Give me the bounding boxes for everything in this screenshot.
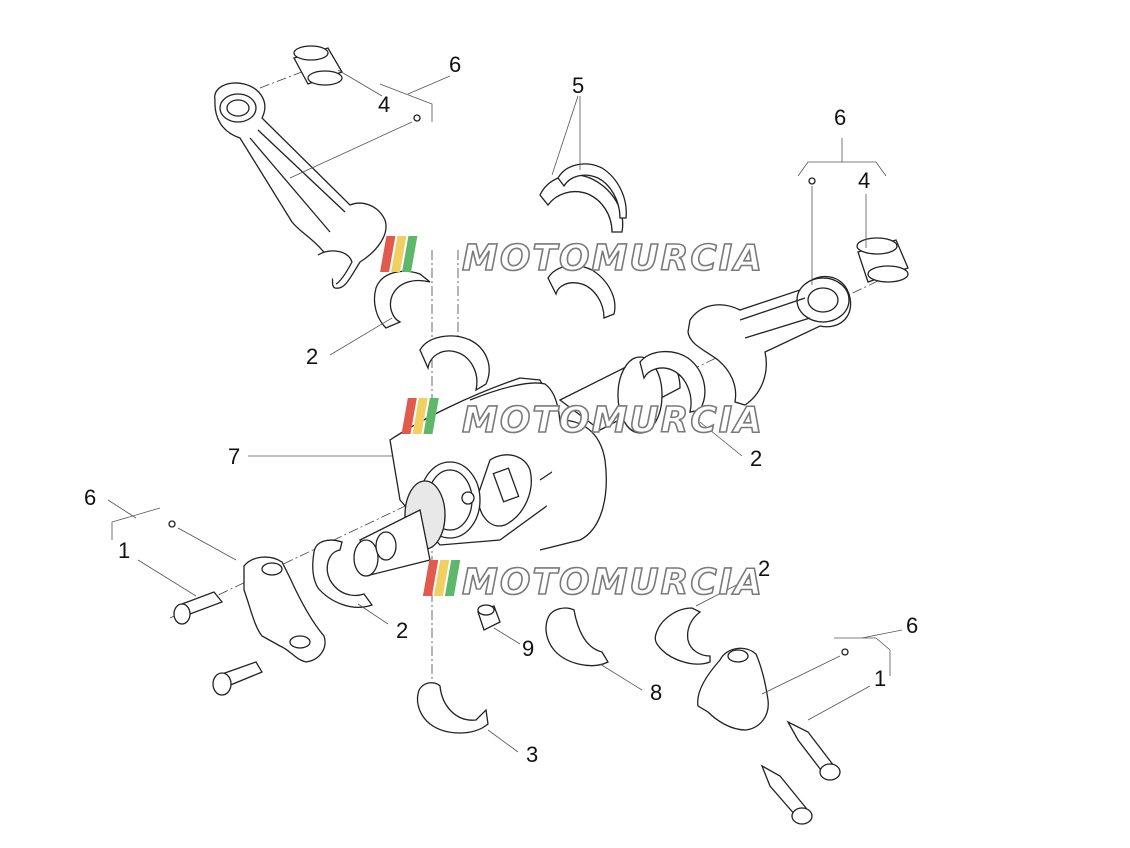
watermark-text: MOTOMURCIA	[462, 562, 764, 603]
crankshaft	[353, 354, 681, 577]
callout-2-lower-left: 2	[396, 618, 408, 643]
watermark-middle: MOTOMURCIA	[401, 398, 764, 442]
bracket-6-upper	[289, 69, 451, 179]
callout-labels: 6 4 5 6 4 2 7 2 6 1 2 2 9 6 1 8 3	[84, 52, 918, 767]
main-bearing-cap-left	[243, 556, 326, 663]
callout-6-upper: 6	[449, 52, 461, 77]
bolts	[173, 591, 841, 825]
callout-8: 8	[650, 680, 662, 705]
thrust-washers	[539, 95, 627, 233]
callout-1-right: 1	[874, 666, 886, 691]
callout-3: 3	[526, 742, 538, 767]
main-bearing-shells-lower	[312, 351, 711, 734]
callout-4-upper: 4	[378, 92, 390, 117]
callout-2-upper-left: 2	[306, 344, 318, 369]
connecting-rod-upper	[214, 82, 387, 289]
connecting-rod-right	[687, 276, 852, 406]
small-end-bush-right	[856, 237, 909, 283]
callout-1-left: 1	[118, 538, 130, 563]
callout-2-lower-right: 2	[758, 556, 770, 581]
callout-5: 5	[572, 73, 584, 98]
callout-2-right: 2	[750, 446, 762, 471]
watermark-text: MOTOMURCIA	[462, 238, 764, 279]
callout-9: 9	[522, 636, 534, 661]
watermark-text: MOTOMURCIA	[462, 400, 764, 441]
callout-6-right: 6	[834, 105, 846, 130]
callout-6-left: 6	[84, 485, 96, 510]
dowel-bush	[477, 604, 501, 631]
main-bearing-cap-right	[697, 647, 769, 731]
watermark-top: MOTOMURCIA	[380, 236, 764, 280]
small-end-bush-upper	[293, 45, 343, 86]
callout-6-lower-right: 6	[906, 613, 918, 638]
leader-lines	[107, 317, 903, 753]
watermark-bottom: MOTOMURCIA	[422, 560, 764, 604]
callout-7: 7	[228, 444, 240, 469]
main-bearing-shells-upper	[373, 264, 616, 392]
callout-4-right: 4	[858, 168, 870, 193]
bracket-6-right	[797, 138, 887, 285]
